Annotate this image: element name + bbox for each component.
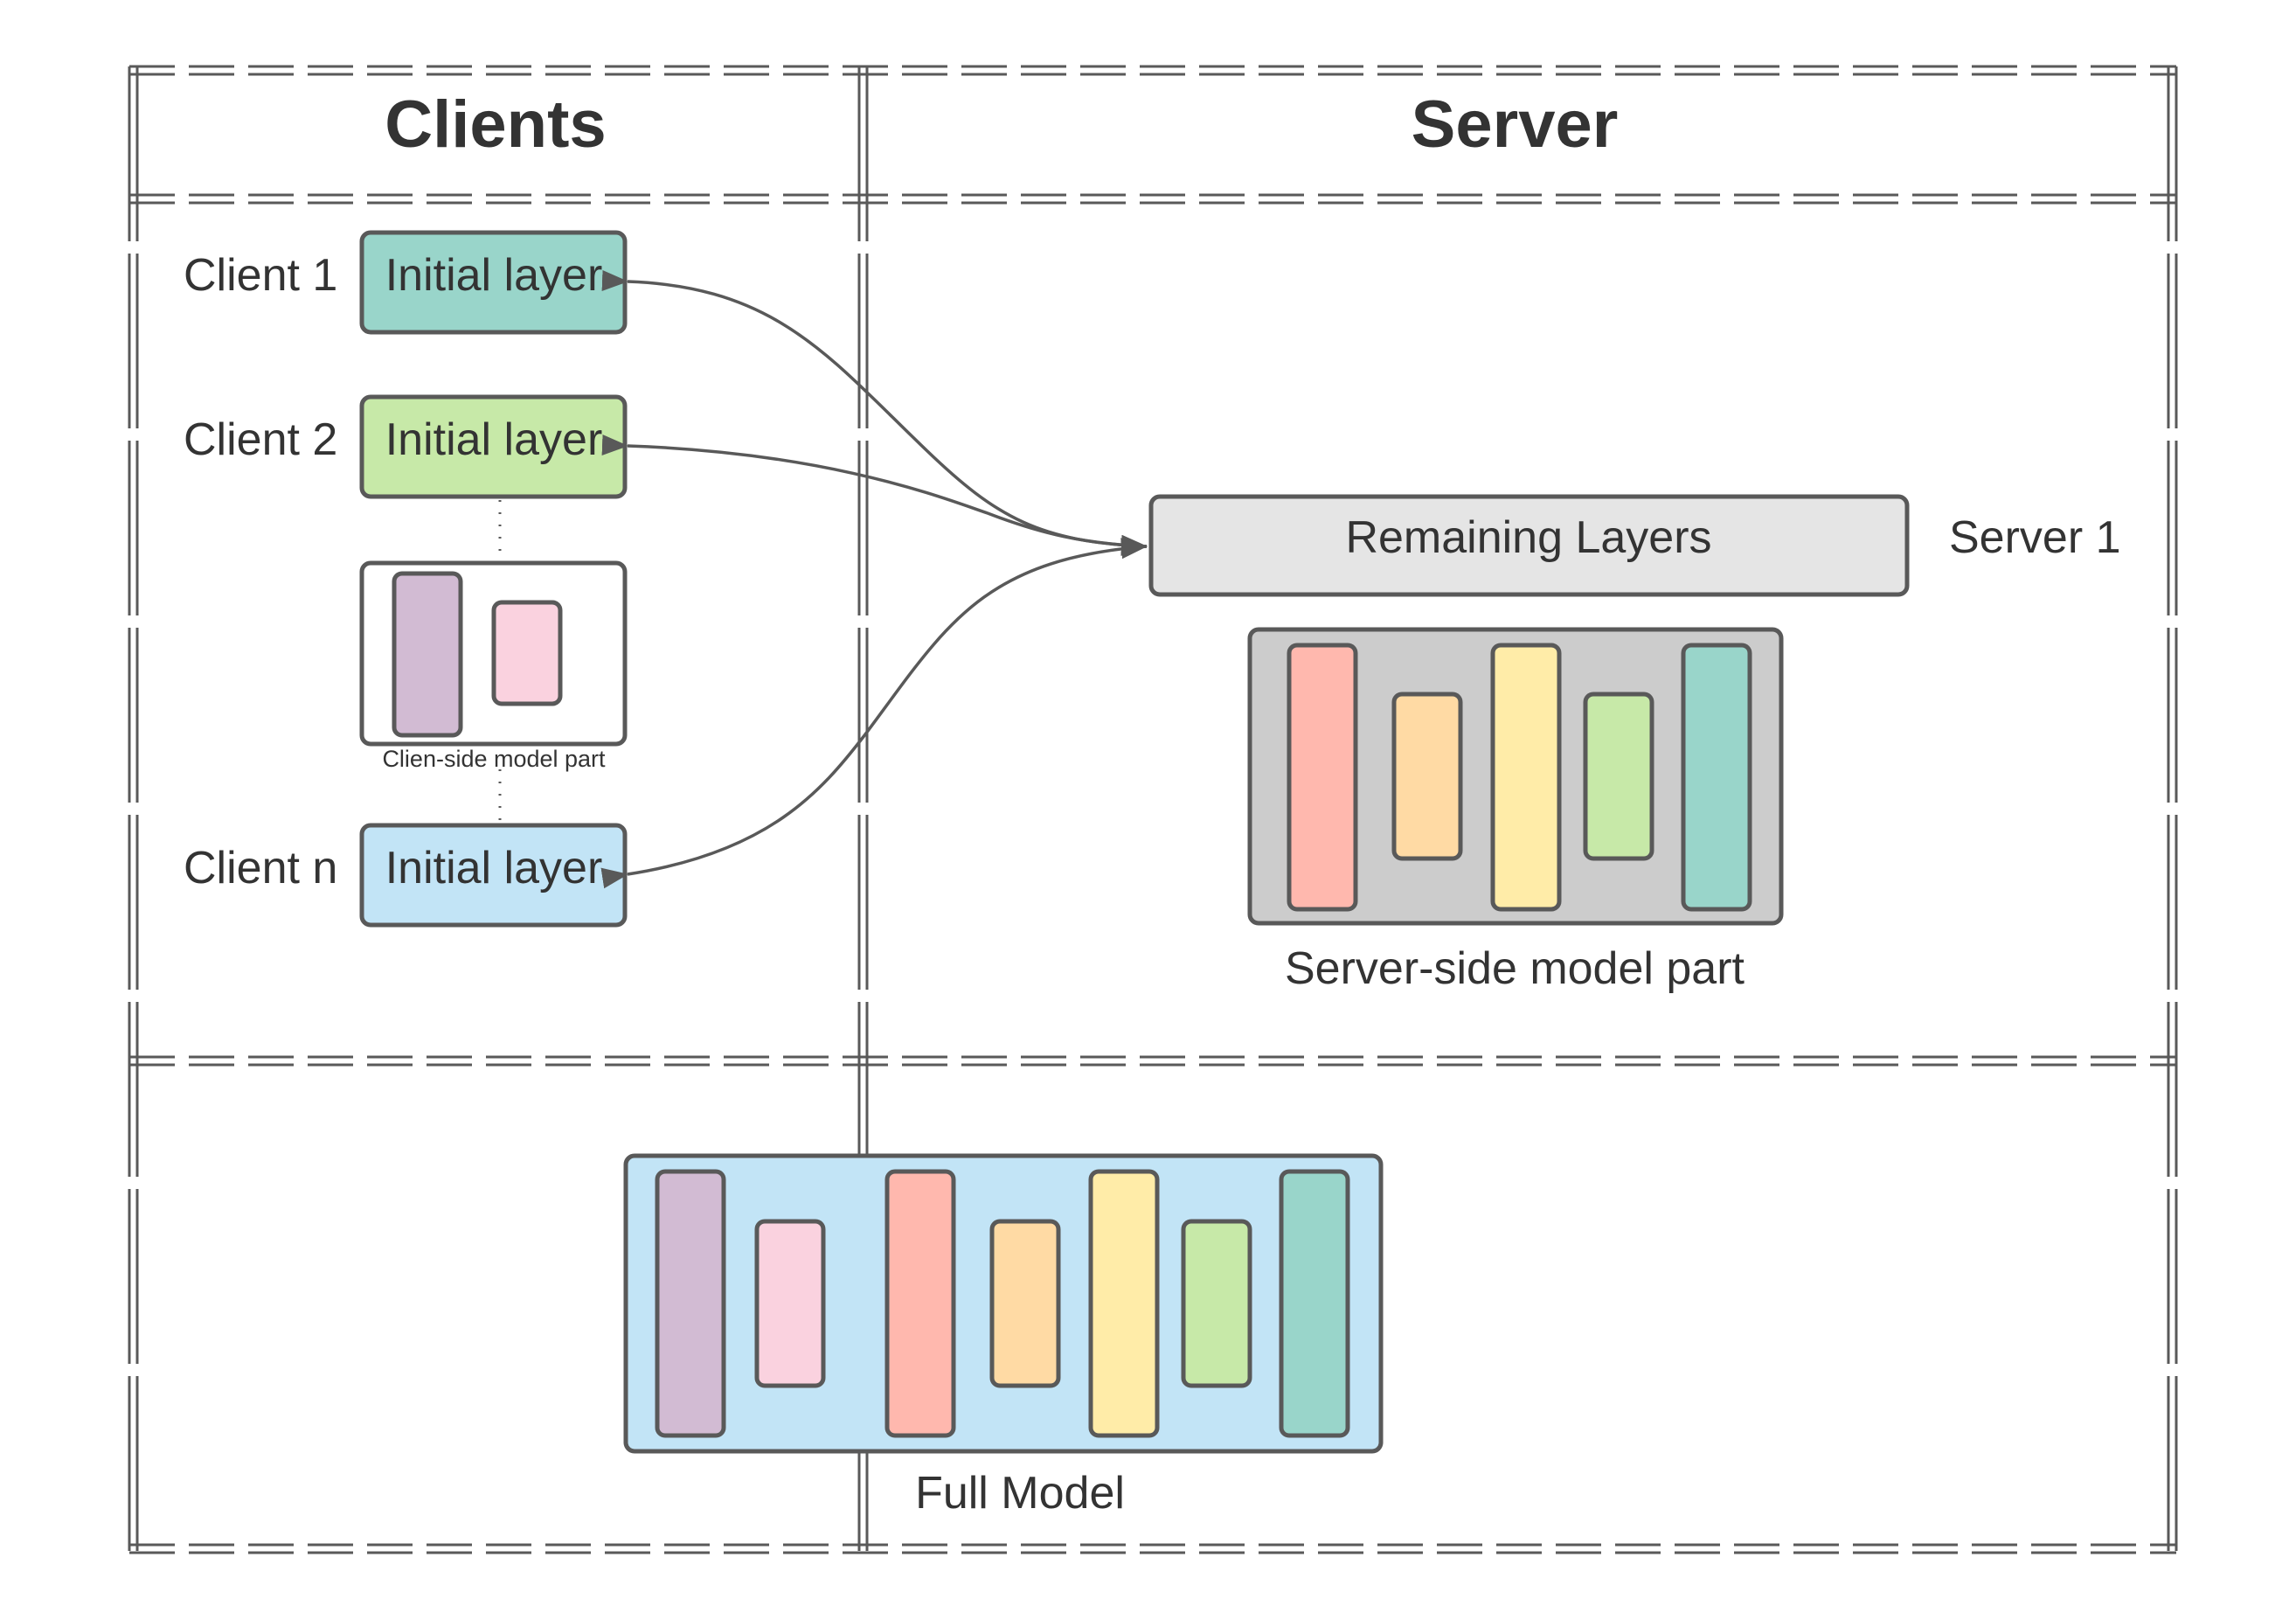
grid-left-edge bbox=[128, 66, 139, 1553]
full-model-label: Full Model bbox=[915, 1468, 1125, 1519]
full-model-layer-5 bbox=[1088, 1169, 1160, 1438]
client-side-model-part: Clien-side model part bbox=[359, 560, 628, 772]
full-model: Full Model bbox=[623, 1153, 1384, 1519]
full-model-layer-7 bbox=[1279, 1169, 1350, 1438]
full-model-layer-2 bbox=[754, 1219, 826, 1388]
server-side-layer-1 bbox=[1287, 643, 1358, 912]
full-model-layer-6 bbox=[1181, 1219, 1252, 1388]
edge-client-n-server bbox=[600, 538, 1148, 889]
full-model-layer-4 bbox=[989, 1219, 1061, 1388]
client-n: Client n Initial layer bbox=[184, 823, 628, 928]
full-model-layer-3 bbox=[884, 1169, 956, 1438]
grid-header-divider bbox=[129, 193, 2176, 205]
client-side-layer-2 bbox=[491, 600, 563, 706]
clients-header: Clients bbox=[385, 87, 606, 162]
grid-top-line bbox=[129, 65, 2176, 76]
client-1-name: Client 1 bbox=[184, 250, 337, 301]
client-1: Client 1 Initial layer bbox=[184, 230, 628, 335]
edge-client-2-server bbox=[601, 435, 1148, 556]
server-side-part-label: Server-side model part bbox=[1285, 943, 1745, 994]
grid-bottom-line bbox=[129, 1543, 2176, 1554]
grid-right-edge bbox=[2167, 66, 2178, 1553]
client-2: Client 2 Initial layer bbox=[184, 394, 628, 499]
connections bbox=[600, 269, 1148, 889]
edge-client-1-server bbox=[601, 269, 1148, 556]
server-header: Server bbox=[1412, 87, 1619, 162]
client-1-initial-layer-label: Initial layer bbox=[385, 250, 603, 301]
full-model-layer-1 bbox=[655, 1169, 726, 1438]
client-n-name: Client n bbox=[184, 843, 337, 893]
remaining-layers-label: Remaining Layers bbox=[1345, 512, 1711, 563]
server-side-layer-4 bbox=[1583, 692, 1654, 861]
client-n-initial-layer-label: Initial layer bbox=[385, 843, 603, 893]
server-side-model-part: Server-side model part bbox=[1247, 627, 1784, 994]
server-side-layer-3 bbox=[1490, 643, 1562, 912]
client-2-name: Client 2 bbox=[184, 414, 337, 465]
server-1-name: Server 1 bbox=[1949, 512, 2121, 563]
client-side-part-label: Clien-side model part bbox=[382, 746, 606, 772]
client-2-initial-layer-label: Initial layer bbox=[385, 414, 603, 465]
server-side-layer-5 bbox=[1681, 643, 1752, 912]
client-side-layer-1 bbox=[392, 571, 463, 738]
grid-middle-divider bbox=[129, 1055, 2176, 1067]
server-1: Remaining Layers Server 1 bbox=[1148, 494, 2121, 597]
remaining-layers-box bbox=[1148, 494, 1910, 597]
server-side-layer-2 bbox=[1391, 692, 1463, 861]
